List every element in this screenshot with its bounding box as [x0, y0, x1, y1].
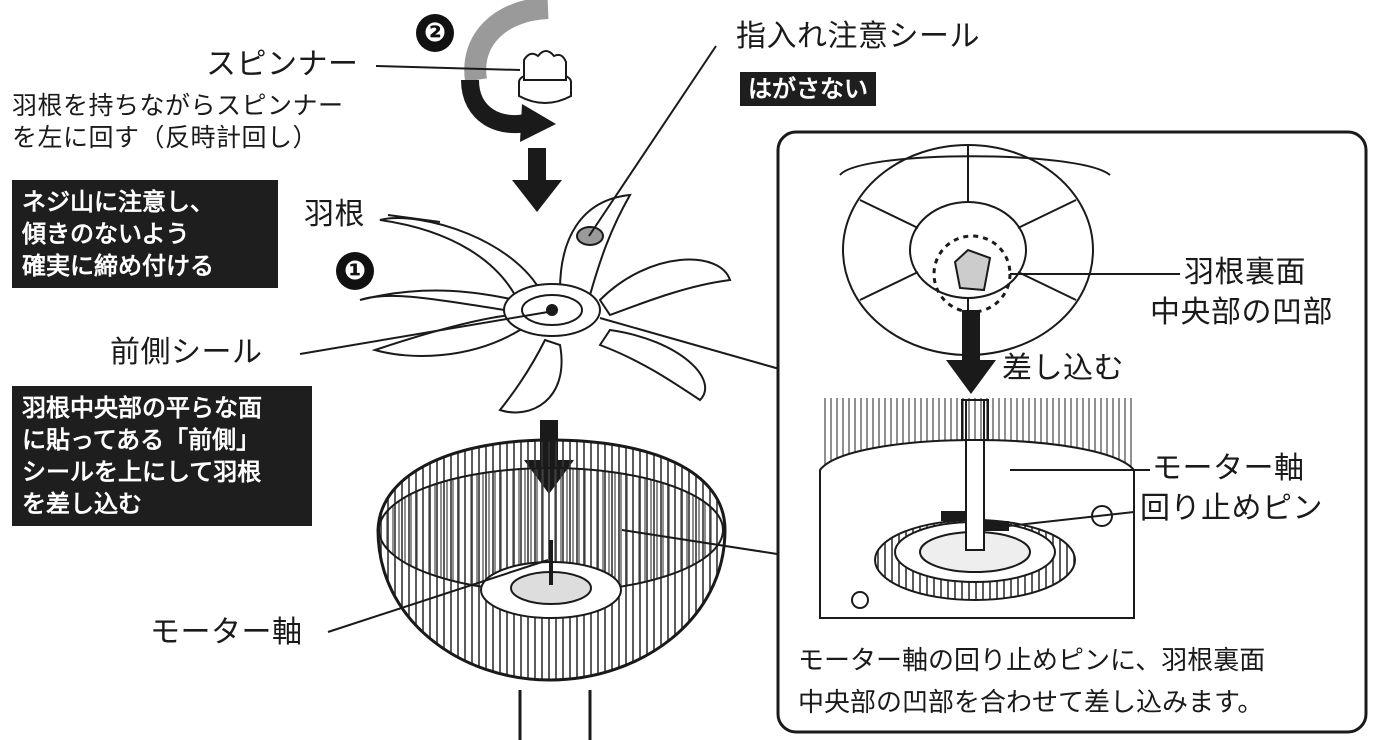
caution-seal-label: 指入れ注意シール [736, 19, 980, 54]
insert-note-line: 羽根中央部の平らな面 [22, 394, 262, 422]
front-seal-label: 前側シール [110, 335, 263, 370]
insert-note-line: シールを上にして羽根 [22, 458, 262, 486]
inset-caption-line: 中央部の凹部を合わせて差し込みます。 [798, 688, 1264, 718]
spinner-instruction-line1: 羽根を持ちながらスピンナー [12, 91, 344, 120]
blade-back-label-line1: 羽根裏面 [1184, 255, 1306, 290]
insert-note-line: を差し込む [22, 490, 142, 518]
inset-motor-drawing [819, 398, 1150, 619]
tighten-note-box: ネジ山に注意し、 傾きのないよう 確実に締め付ける [12, 180, 278, 288]
inset-motor-shaft-label: モーター軸 [1152, 451, 1305, 486]
inset-insert-arrow [946, 310, 996, 394]
step-2-badge: ❷ [416, 14, 454, 52]
blade-label: 羽根 [304, 197, 365, 232]
blade-back-label-line2: 中央部の凹部 [1150, 295, 1333, 330]
tighten-note-line: ネジ山に注意し、 [22, 188, 214, 216]
tighten-note-line: 傾きのないよう [22, 220, 190, 248]
insert-label: 差し込む [1002, 351, 1124, 386]
insert-note-line: に貼ってある「前側」 [22, 426, 261, 454]
insert-blade-note-box: 羽根中央部の平らな面 に貼ってある「前側」 シールを上にして羽根 を差し込む [12, 386, 312, 526]
fan-blade-drawing [359, 193, 732, 414]
tighten-note-line: 確実に締め付ける [22, 252, 214, 280]
spinner-drawing [461, 0, 572, 212]
leader-lines [299, 45, 791, 633]
stop-pin-label: 回り止めピン [1140, 491, 1323, 526]
spinner-label: スピンナー [206, 47, 359, 82]
spinner-instruction-line2: を左に回す（反時計回し） [12, 123, 319, 152]
inset-caption-line: モーター軸の回り止めピンに、羽根裏面 [798, 646, 1266, 676]
inset-caption: モーター軸の回り止めピンに、羽根裏面 中央部の凹部を合わせて差し込みます。 [798, 640, 1358, 724]
fan-guard-drawing [376, 438, 727, 740]
motor-shaft-label: モーター軸 [150, 615, 303, 650]
inset-blade-back-drawing [839, 144, 1180, 356]
do-not-peel-tag: はがさない [740, 72, 876, 106]
step-1-badge: ❶ [336, 252, 374, 290]
